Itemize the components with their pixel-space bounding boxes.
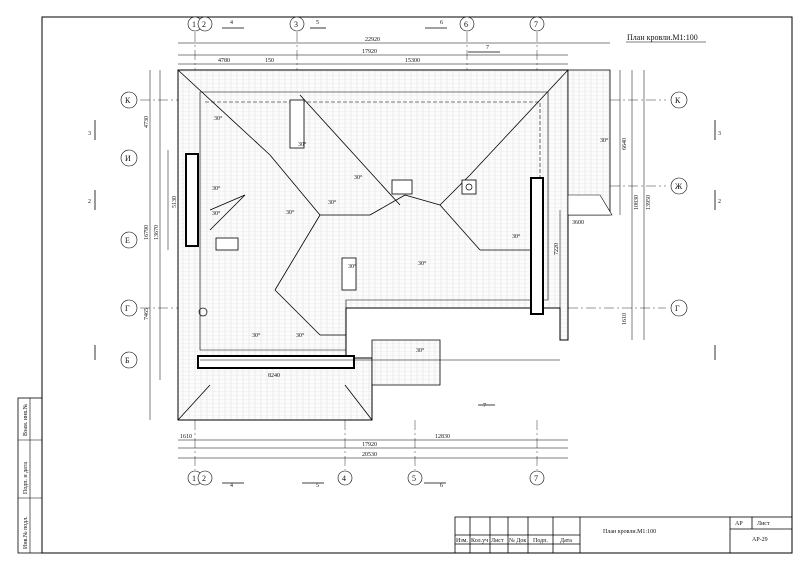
axis-top-7: 7 [534, 20, 538, 29]
axis-bottom-5: 5 [412, 474, 416, 483]
dormer-2 [289, 99, 305, 149]
section-top-4: 4 [230, 20, 233, 26]
roof-annex-bottom [371, 339, 441, 386]
dimension-lines [149, 42, 645, 459]
axis-right-k: К [675, 96, 681, 105]
slope-label: 30° [354, 174, 363, 181]
slope-label: 30° [286, 209, 295, 216]
tb-sheet-number: АР-29 [752, 537, 768, 543]
dim-left-4: 7465 [144, 308, 150, 320]
axis-bottom-7: 7 [534, 474, 538, 483]
dim-top-1: 17920 [362, 49, 377, 55]
strip-label-inv: Инв.№ подл. [23, 516, 29, 549]
slope-label: 30° [418, 260, 427, 267]
slope-label: 30° [600, 137, 609, 144]
axis-left-k: К [125, 96, 131, 105]
axis-top-2: 2 [202, 20, 206, 29]
dim-left-0: 4730 [144, 116, 150, 128]
dim-right-1: 10830 [634, 195, 640, 210]
dim-top-4: 15300 [405, 58, 420, 64]
axis-bottom-1: 1 [192, 474, 196, 483]
page-title: План кровли.М1:100 [627, 33, 698, 42]
axis-top-6: 6 [464, 20, 468, 29]
section-bottom-4: 4 [230, 483, 233, 489]
gutter-right [530, 177, 544, 315]
tb-header-izm: Изм. [456, 538, 468, 544]
dim-left-2: 16790 [144, 225, 150, 240]
tb-header-kol: Кол.уч [471, 538, 488, 544]
dim-top-2: 4780 [218, 58, 230, 64]
slope-label: 30° [212, 210, 221, 217]
slope-label: 30° [512, 233, 521, 240]
section-right-3: 3 [718, 131, 721, 137]
gutter-left [185, 153, 199, 247]
axis-bubbles [120, 16, 688, 486]
gutter-bottom [197, 355, 355, 369]
sheet-frame [41, 16, 793, 554]
dim-top-3: 150 [265, 58, 274, 64]
strip-label-sign: Подп. и дата [23, 462, 29, 494]
section-left-2: 2 [88, 199, 91, 205]
section-plan-7: 7 [483, 403, 486, 409]
tb-header-doc: № Док [509, 538, 526, 544]
section-top-7: 7 [486, 45, 489, 51]
section-left-3: 3 [88, 131, 91, 137]
axis-left-e: Е [125, 236, 130, 245]
tb-drawing-name: План кровли.М1:100 [603, 529, 656, 535]
section-bottom-5: 5 [316, 483, 319, 489]
slope-label: 30° [298, 141, 307, 148]
dim-right-2: 13950 [646, 195, 652, 210]
section-right-2: 2 [718, 199, 721, 205]
dim-inner-0: 3600 [572, 220, 584, 226]
dim-left-3: 13670 [154, 225, 160, 240]
axis-left-b: Б [125, 356, 130, 365]
dim-right-3: 7220 [554, 243, 560, 255]
axis-right-zh: Ж [675, 182, 683, 191]
vent-circle [198, 307, 208, 317]
section-top-5: 5 [316, 20, 319, 26]
dim-top-0: 22920 [365, 37, 380, 43]
tb-header-sign: Подп. [533, 538, 548, 544]
dim-inner-1: 8240 [268, 373, 280, 379]
section-bottom-6: 6 [440, 483, 443, 489]
roof-ridges [177, 69, 569, 421]
section-marks [94, 27, 716, 484]
dim-bottom-1: 12830 [435, 434, 450, 440]
chimney-1 [391, 179, 413, 195]
dim-right-4: 1610 [622, 313, 628, 325]
dim-bottom-0: 1610 [180, 434, 192, 440]
dormer-3 [215, 237, 239, 251]
axis-top-3: 3 [294, 20, 298, 29]
axis-left-i: И [125, 154, 131, 163]
slope-label: 30° [328, 199, 337, 206]
tb-stage: АР [735, 521, 743, 527]
dim-bottom-2: 17920 [362, 442, 377, 448]
tb-header-list: Лист [491, 538, 504, 544]
axis-right-g: Г [675, 304, 680, 313]
slope-label: 30° [212, 185, 221, 192]
axis-lines [140, 32, 666, 470]
tb-header-date: Дата [560, 538, 572, 544]
axis-bottom-4: 4 [342, 474, 346, 483]
slope-label: 30° [252, 332, 261, 339]
section-top-6: 6 [440, 20, 443, 26]
dim-bottom-3: 20530 [362, 452, 377, 458]
dim-left-1: 5130 [172, 196, 178, 208]
slope-label: 30° [214, 115, 223, 122]
dim-right-0: 6640 [622, 138, 628, 150]
axis-top-1: 1 [192, 20, 196, 29]
slope-label: 30° [416, 347, 425, 354]
axis-bottom-2: 2 [202, 474, 206, 483]
strip-label-replace: Взам. инв.№ [23, 403, 29, 436]
tb-sheet-label: Лист [757, 521, 770, 527]
title-block [454, 516, 793, 554]
chimney-2 [461, 179, 477, 195]
axis-left-g: Г [125, 304, 130, 313]
slope-label: 30° [296, 332, 305, 339]
dormer-1 [341, 257, 357, 291]
slope-label: 30° [348, 263, 357, 270]
